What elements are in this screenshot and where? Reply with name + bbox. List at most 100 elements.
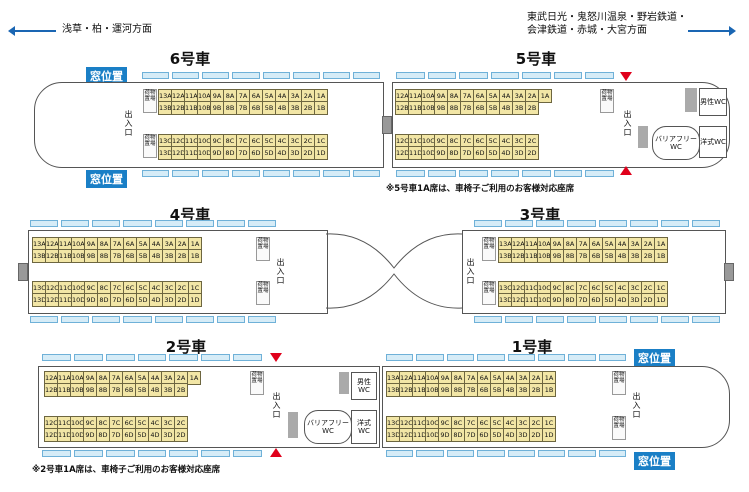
seat[interactable]: 1D bbox=[542, 428, 556, 442]
seat[interactable]: 11D bbox=[412, 428, 426, 442]
seat[interactable]: 10D bbox=[71, 293, 85, 307]
seat[interactable]: 1D bbox=[188, 293, 202, 307]
seat[interactable]: 3D bbox=[628, 293, 642, 307]
seat[interactable]: 10B bbox=[425, 383, 439, 397]
seat[interactable]: 12D bbox=[399, 428, 413, 442]
seat[interactable]: 1A bbox=[314, 89, 328, 103]
seat[interactable]: 5B bbox=[602, 249, 616, 263]
seat[interactable]: 6D bbox=[249, 146, 263, 160]
seat[interactable]: 1C bbox=[188, 281, 202, 295]
seat[interactable]: 13D bbox=[498, 293, 512, 307]
seat[interactable]: 4B bbox=[275, 101, 289, 115]
seat[interactable]: 12B bbox=[511, 249, 525, 263]
seat[interactable]: 4D bbox=[499, 146, 513, 160]
seat[interactable]: 7D bbox=[236, 146, 250, 160]
seat[interactable]: 7B bbox=[464, 383, 478, 397]
seat[interactable]: 5D bbox=[135, 428, 149, 442]
seat[interactable]: 9D bbox=[83, 428, 97, 442]
seat[interactable]: 11D bbox=[57, 428, 71, 442]
seat[interactable]: 7B bbox=[109, 383, 123, 397]
seat[interactable]: 10B bbox=[197, 101, 211, 115]
seat[interactable]: 13B bbox=[498, 249, 512, 263]
seat[interactable]: 6B bbox=[477, 383, 491, 397]
seat[interactable]: 2D bbox=[641, 293, 655, 307]
seat[interactable]: 3B bbox=[288, 101, 302, 115]
seat[interactable]: 12B bbox=[399, 383, 413, 397]
seat[interactable]: 9B bbox=[550, 249, 564, 263]
seat[interactable]: 1B bbox=[188, 249, 202, 263]
seat[interactable]: 2D bbox=[175, 293, 189, 307]
seat[interactable]: 11B bbox=[58, 249, 72, 263]
seat[interactable]: 3B bbox=[628, 249, 642, 263]
seat[interactable]: 3D bbox=[162, 293, 176, 307]
seat[interactable]: 1B bbox=[542, 383, 556, 397]
seat[interactable]: 4D bbox=[275, 146, 289, 160]
seat[interactable]: 2D bbox=[525, 146, 539, 160]
seat[interactable]: 9B bbox=[83, 383, 97, 397]
seat[interactable]: 10D bbox=[425, 428, 439, 442]
seat[interactable]: 12D bbox=[171, 146, 185, 160]
seat[interactable]: 9D bbox=[84, 293, 98, 307]
seat[interactable]: 8D bbox=[223, 146, 237, 160]
seat[interactable]: 3B bbox=[161, 383, 175, 397]
seat[interactable]: 5B bbox=[486, 101, 500, 115]
seat[interactable]: 10D bbox=[197, 146, 211, 160]
seat[interactable]: 1A bbox=[538, 89, 552, 103]
seat[interactable]: 12D bbox=[44, 428, 58, 442]
seat[interactable]: 5D bbox=[262, 146, 276, 160]
seat[interactable]: 3B bbox=[162, 249, 176, 263]
seat[interactable]: 2B bbox=[529, 383, 543, 397]
seat[interactable]: 10D bbox=[537, 293, 551, 307]
seat[interactable]: 11B bbox=[412, 383, 426, 397]
seat[interactable]: 7D bbox=[460, 146, 474, 160]
seat[interactable]: 6D bbox=[589, 293, 603, 307]
seat[interactable]: 5D bbox=[486, 146, 500, 160]
seat[interactable]: 8B bbox=[451, 383, 465, 397]
seat[interactable]: 5D bbox=[602, 293, 616, 307]
seat[interactable]: 1A bbox=[187, 371, 201, 385]
seat[interactable]: 9D bbox=[550, 293, 564, 307]
seat[interactable]: 10B bbox=[537, 249, 551, 263]
seat[interactable]: 11B bbox=[184, 101, 198, 115]
seat[interactable]: 2D bbox=[529, 428, 543, 442]
seat[interactable]: 3D bbox=[512, 146, 526, 160]
seat[interactable]: 2D bbox=[301, 146, 315, 160]
seat[interactable]: 9B bbox=[438, 383, 452, 397]
seat[interactable]: 7B bbox=[576, 249, 590, 263]
seat[interactable]: 1D bbox=[314, 146, 328, 160]
seat[interactable]: 10B bbox=[421, 101, 435, 115]
seat[interactable]: 6B bbox=[123, 249, 137, 263]
seat[interactable]: 8B bbox=[97, 249, 111, 263]
seat[interactable]: 13B bbox=[158, 101, 172, 115]
seat[interactable]: 3D bbox=[161, 428, 175, 442]
seat[interactable]: 4B bbox=[503, 383, 517, 397]
seat[interactable]: 13B bbox=[386, 383, 400, 397]
seat[interactable]: 4B bbox=[148, 383, 162, 397]
seat[interactable]: 12D bbox=[45, 293, 59, 307]
seat[interactable]: 8B bbox=[563, 249, 577, 263]
seat[interactable]: 3D bbox=[288, 146, 302, 160]
seat[interactable]: 13B bbox=[32, 249, 46, 263]
seat[interactable]: 6B bbox=[589, 249, 603, 263]
seat[interactable]: 13D bbox=[386, 428, 400, 442]
seat[interactable]: 8D bbox=[97, 293, 111, 307]
seat[interactable]: 5B bbox=[262, 101, 276, 115]
seat[interactable]: 11D bbox=[408, 146, 422, 160]
seat[interactable]: 10B bbox=[71, 249, 85, 263]
seat[interactable]: 9D bbox=[434, 146, 448, 160]
seat[interactable]: 12B bbox=[395, 101, 409, 115]
seat[interactable]: 1B bbox=[654, 249, 668, 263]
seat[interactable]: 8D bbox=[96, 428, 110, 442]
seat[interactable]: 7D bbox=[110, 293, 124, 307]
seat[interactable]: 9D bbox=[210, 146, 224, 160]
seat[interactable]: 1D bbox=[654, 293, 668, 307]
seat[interactable]: 10B bbox=[70, 383, 84, 397]
seat[interactable]: 7D bbox=[464, 428, 478, 442]
seat[interactable]: 4D bbox=[149, 293, 163, 307]
seat[interactable]: 11D bbox=[184, 146, 198, 160]
seat[interactable]: 8D bbox=[451, 428, 465, 442]
seat[interactable]: 7B bbox=[110, 249, 124, 263]
seat[interactable]: 4D bbox=[148, 428, 162, 442]
seat[interactable]: 8B bbox=[96, 383, 110, 397]
seat[interactable]: 5B bbox=[135, 383, 149, 397]
